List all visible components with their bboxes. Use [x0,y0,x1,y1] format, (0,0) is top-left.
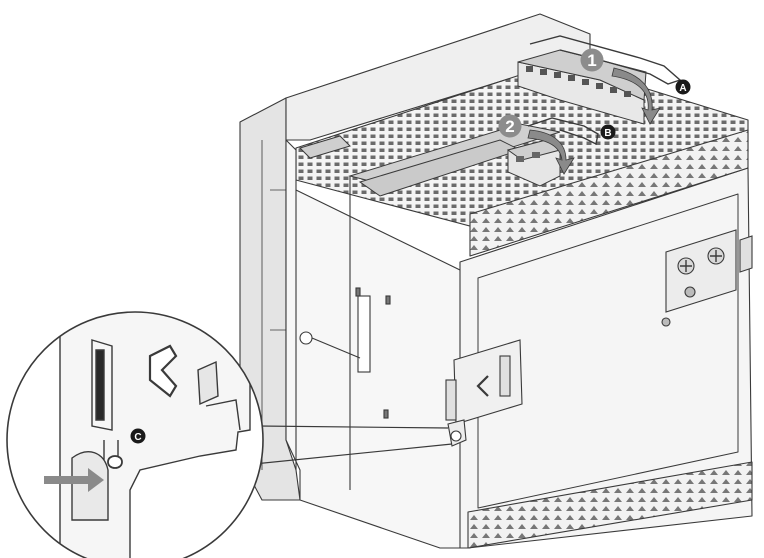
detail-release-hole [107,455,123,469]
point-a-marker: A [675,79,691,95]
side-terminal-block [661,229,753,327]
magnified-detail [6,311,264,558]
arrow-step-1 [611,67,661,125]
terminal-strip-left [299,135,351,159]
point-c-marker: C [130,428,146,444]
release-levers [527,35,682,146]
point-c-label: C [134,432,141,443]
point-b-marker: B [600,124,616,140]
front-panel-outline [477,193,739,509]
step-1-marker: 1 [580,48,604,72]
din-clip-slot [299,287,391,419]
step-1-label: 1 [587,51,596,70]
push-arrow [44,468,104,492]
point-a-label: A [679,83,686,94]
arrow-step-2 [527,129,575,175]
magnifier-leader [253,425,453,465]
plug-connector-1 [517,49,647,125]
step-2-marker: 2 [498,114,522,138]
bottom-vent-band [467,461,753,549]
front-latch [445,339,523,425]
lever-b [527,117,599,146]
terminal-strips [299,123,561,197]
front-top-vent-band [469,129,749,257]
step-2-label: 2 [505,117,514,136]
detail-hook [148,344,178,398]
plug-connector-2 [506,139,562,187]
lever-a [529,35,682,85]
point-b-label: B [604,128,611,139]
detail-rail-slot [95,349,105,421]
rotation-arrows [527,67,661,175]
release-slot [447,419,467,447]
